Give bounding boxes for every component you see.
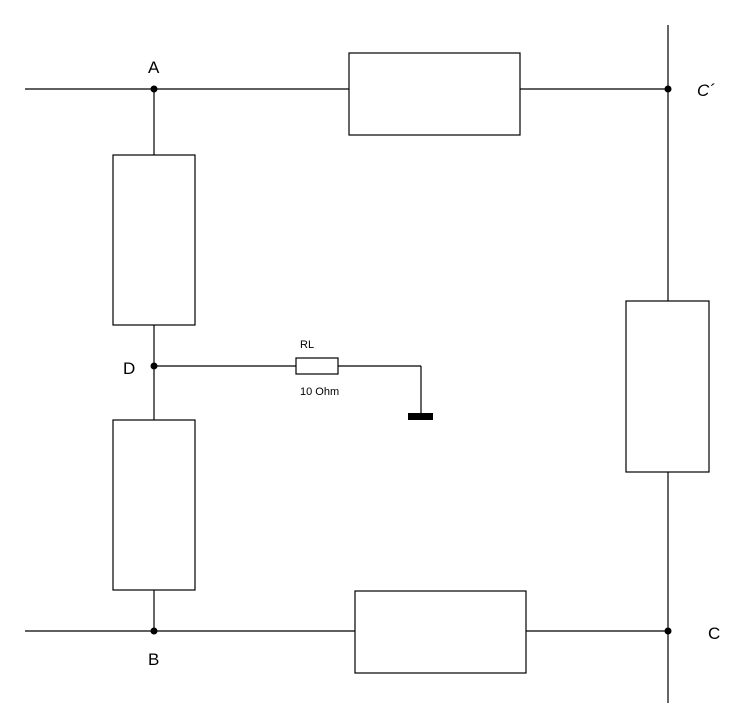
junction-c-prime [664,85,672,93]
label-node-c-prime: C´ [697,81,715,100]
junction-b [150,627,158,635]
label-node-c: C [708,624,720,643]
ground-symbol [408,413,433,420]
resistor-top [348,52,521,136]
junction-a [150,85,158,93]
resistor-load-rl [295,357,339,375]
resistor-right [625,300,710,473]
resistor-left-lower [112,419,196,591]
label-node-a: A [148,58,160,77]
label-node-d: D [123,359,135,378]
junction-d [150,362,158,370]
resistor-left-upper [112,154,196,326]
label-rl-name: RL [300,339,314,351]
resistor-bottom [354,590,527,674]
label-node-b: B [148,650,159,669]
label-rl-value: 10 Ohm [300,386,339,398]
junction-c [664,627,672,635]
